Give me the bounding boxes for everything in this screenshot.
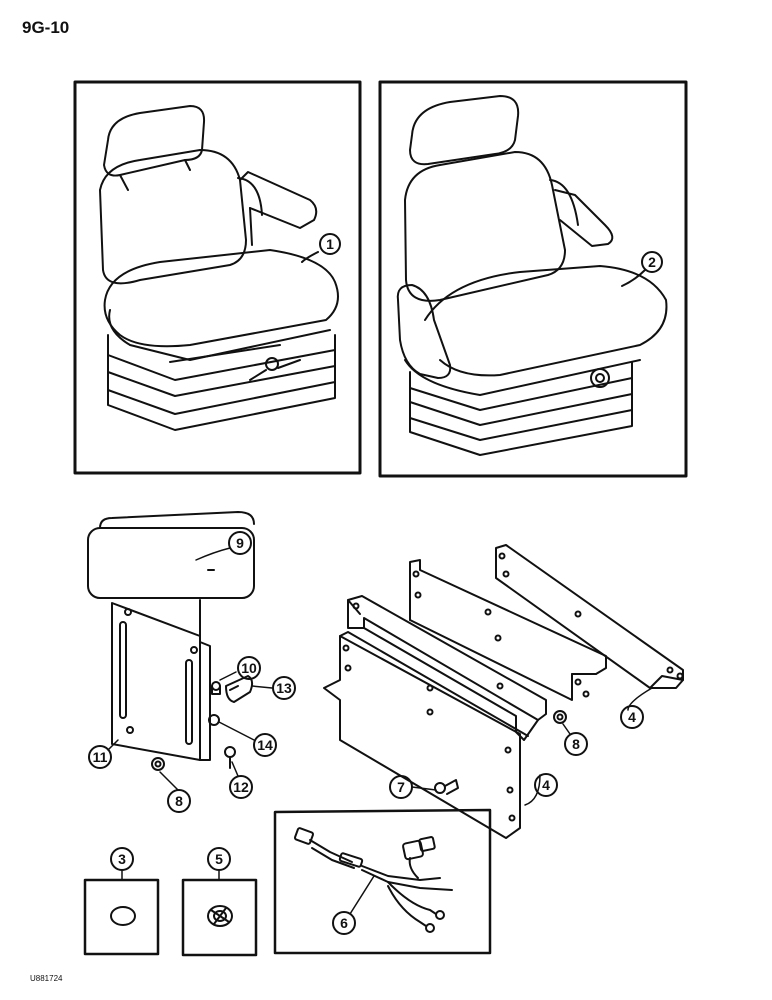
part-3-panel: 3: [83, 847, 160, 956]
callout-4-lower: 4: [542, 777, 550, 793]
callout-2: 2: [648, 254, 656, 270]
callout-5: 5: [215, 851, 223, 867]
callout-1: 1: [326, 236, 334, 252]
callout-8-left: 8: [175, 793, 183, 809]
callout-14: 14: [257, 737, 273, 753]
rail-brackets: [323, 544, 684, 839]
wiring-harness: [293, 827, 453, 933]
callout-12: 12: [233, 779, 249, 795]
seat-1-illustration: [99, 105, 339, 431]
seat-2-panel: 2: [378, 80, 688, 478]
callout-4-upper: 4: [628, 709, 636, 725]
page-label: 9G-10: [22, 18, 70, 37]
callout-3: 3: [118, 851, 126, 867]
callout-13: 13: [276, 680, 292, 696]
seat-2-illustration: [396, 95, 668, 456]
callout-8-right: 8: [572, 736, 580, 752]
callout-6: 6: [340, 915, 348, 931]
callout-9: 9: [236, 535, 244, 551]
part-6-panel: 6: [273, 808, 492, 955]
callout-11: 11: [93, 749, 108, 765]
seat-1-panel: 1: [73, 80, 362, 475]
callout-10: 10: [241, 660, 257, 676]
callout-7: 7: [397, 779, 405, 795]
image-reference-code: U881724: [30, 974, 63, 983]
part-5-panel: 5: [181, 847, 258, 957]
armrest-assembly: [87, 511, 255, 771]
